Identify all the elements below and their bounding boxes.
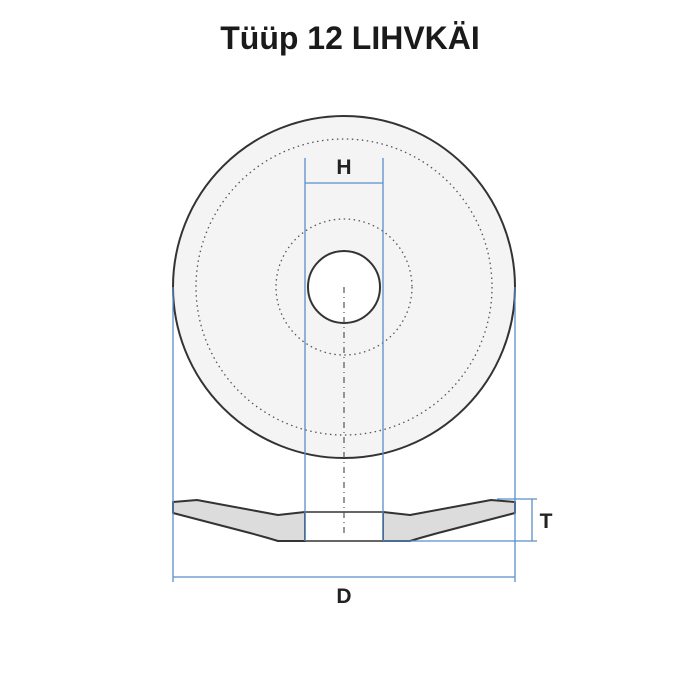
wheel-flange-dotted-circle (275, 218, 413, 356)
h-label: H (336, 156, 351, 179)
wheel-rim-dotted-circle (195, 138, 493, 436)
t-label: T (540, 510, 553, 533)
d-label: D (336, 585, 351, 608)
page-title: Tüüp 12 LIHVKÄI (220, 20, 480, 56)
